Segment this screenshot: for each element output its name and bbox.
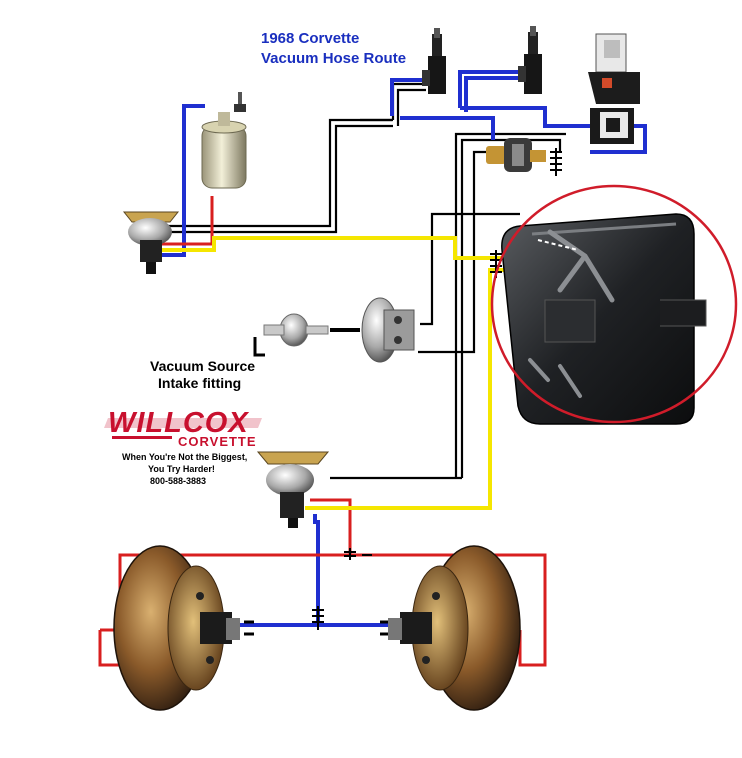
headlight-vacuum-switch [588, 33, 640, 144]
highlight-circle [490, 184, 738, 424]
logo-name: WILLCOX [108, 407, 249, 439]
logo-slogan-line1: When You're Not the Biggest, [122, 452, 247, 462]
logo-subtitle: CORVETTE [178, 434, 257, 449]
vacuum-solenoid-left [422, 28, 446, 94]
center-tee-fitting [312, 606, 324, 630]
inline-filter [263, 313, 329, 347]
vacuum-source-label-line1: Vacuum Source [150, 358, 255, 374]
logo-phone: 800-588-3883 [150, 476, 206, 486]
vacuum-solenoid-right [518, 26, 542, 94]
willcox-logo: WILLCOX CORVETTE When You're Not the Big… [104, 407, 262, 486]
vacuum-source-label-line2: Intake fitting [158, 375, 241, 391]
diagram-title-line1: 1968 Corvette [261, 30, 359, 47]
vacuum-distribution-valve [361, 297, 415, 363]
lower-tee-fitting [344, 548, 372, 560]
headlight-actuator-left [113, 545, 254, 711]
vacuum-canister [201, 92, 247, 189]
diagram-title-line2: Vacuum Hose Route [261, 50, 406, 67]
vacuum-tank [490, 213, 707, 425]
upper-left-actuator [122, 211, 180, 274]
logo-slogan-line2: You Try Harder! [148, 464, 215, 474]
lower-actuator [256, 451, 330, 528]
vacuum-check-valve [486, 138, 562, 176]
headlight-actuator-right [380, 545, 521, 711]
